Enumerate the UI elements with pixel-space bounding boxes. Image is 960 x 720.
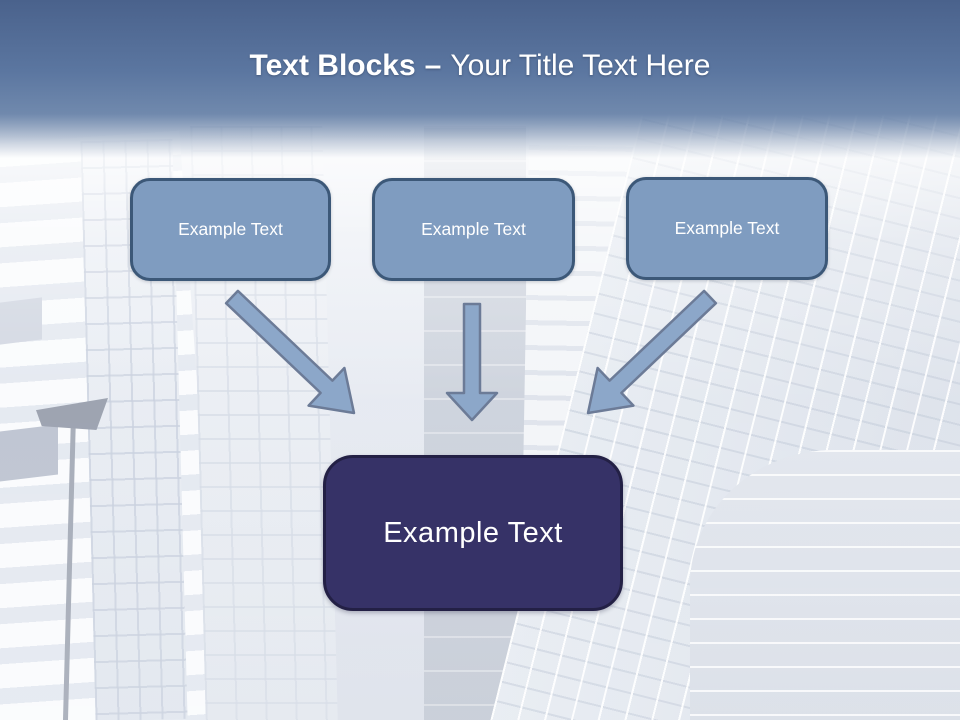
text-block-2: Example Text [372,178,575,281]
result-block: Example Text [323,455,623,611]
text-block-1-label: Example Text [178,219,283,239]
text-block-2-label: Example Text [421,219,526,239]
slide-title-regular: Your Title Text Here [450,49,711,82]
text-block-1: Example Text [130,178,331,281]
slide-title-dash: – [424,49,442,82]
text-block-3-label: Example Text [674,218,780,238]
title-banner [0,0,960,158]
slide-title-bold: Text Blocks [249,49,416,82]
text-block-3: Example Text [626,177,828,280]
slide-title: Text Blocks – Your Title Text Here [0,0,960,132]
result-block-label: Example Text [383,516,563,549]
